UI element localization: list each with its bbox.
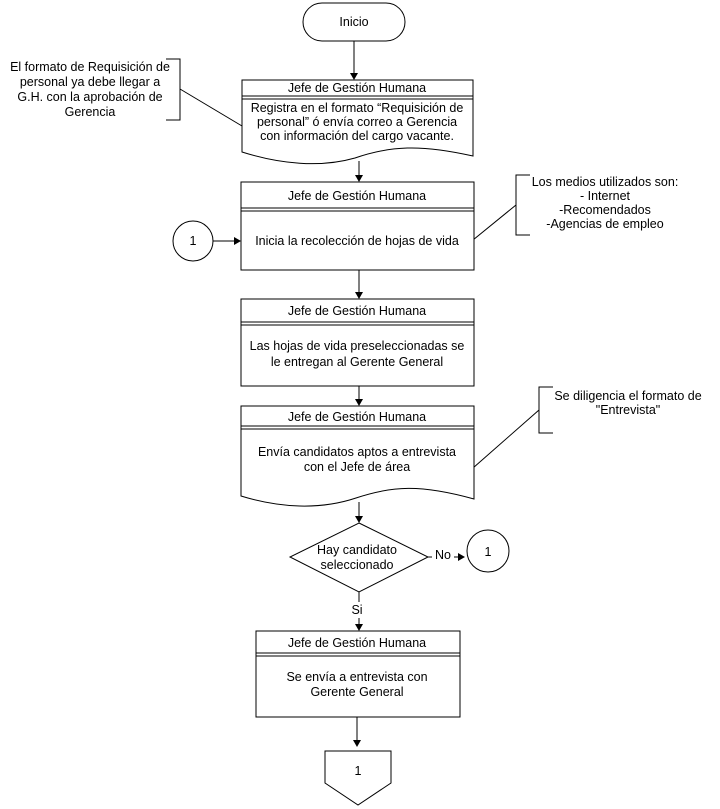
note-line: Se diligencia el formato de — [554, 389, 701, 403]
step-text: con el Jefe de área — [304, 460, 410, 474]
step-registra-requisicion: Jefe de Gestión Humana Registra en el fo… — [241, 79, 474, 165]
start-terminator: Inicio — [302, 2, 406, 42]
no-label: No — [435, 548, 451, 562]
note-line: - Internet — [580, 189, 631, 203]
note-line: G.H. con la aprobación de — [17, 90, 162, 104]
step-role: Jefe de Gestión Humana — [288, 636, 426, 650]
note-requisicion: El formato de Requisición de personal ya… — [10, 58, 243, 127]
step-text: con información del cargo vacante. — [260, 129, 454, 143]
connector-label: 1 — [190, 234, 197, 248]
step-text: personal” ó envía correo a Gerencia — [257, 115, 457, 129]
connector-label: 1 — [485, 545, 492, 559]
note-medios: Los medios utilizados son: - Internet -R… — [472, 174, 679, 241]
note-line: personal ya debe llegar a — [20, 75, 160, 89]
offpage-label: 1 — [355, 764, 362, 778]
note-line: Los medios utilizados son: — [532, 175, 679, 189]
connector-out-1: 1 — [466, 529, 510, 573]
yes-label: Si — [351, 603, 362, 617]
step-text: Registra en el formato “Requisición de — [251, 101, 464, 115]
decision-text: seleccionado — [321, 558, 394, 572]
offpage-connector: 1 — [324, 750, 392, 806]
connector-in-1: 1 — [172, 220, 214, 262]
decision-candidato-seleccionado: Hay candidato seleccionado — [288, 522, 430, 593]
step-candidatos-aptos: Jefe de Gestión Humana Envía candidatos … — [240, 405, 475, 507]
step-text: le entregan al Gerente General — [271, 355, 443, 369]
note-line: -Agencias de empleo — [546, 217, 663, 231]
step-text: Gerente General — [310, 685, 403, 699]
note-line: -Recomendados — [559, 203, 651, 217]
step-recoleccion: Jefe de Gestión Humana Inicia la recolec… — [240, 181, 475, 271]
step-role: Jefe de Gestión Humana — [288, 81, 426, 95]
note-line: Gerencia — [65, 105, 116, 119]
decision-text: Hay candidato — [317, 543, 397, 557]
step-role: Jefe de Gestión Humana — [288, 304, 426, 318]
step-preseleccionadas: Jefe de Gestión Humana Las hojas de vida… — [240, 298, 475, 387]
start-label: Inicio — [339, 15, 368, 29]
step-role: Jefe de Gestión Humana — [288, 189, 426, 203]
step-text: Se envía a entrevista con — [286, 670, 427, 684]
step-text: Inicia la recolección de hojas de vida — [255, 234, 459, 248]
step-text: Envía candidatos aptos a entrevista — [258, 445, 456, 459]
step-text: Las hojas de vida preseleccionadas se — [250, 339, 465, 353]
step-role: Jefe de Gestión Humana — [288, 410, 426, 424]
note-line: El formato de Requisición de — [10, 60, 170, 74]
step-entrevista-gerente: Jefe de Gestión Humana Se envía a entrev… — [255, 630, 461, 718]
note-entrevista: Se diligencia el formato de "Entrevista" — [472, 386, 702, 469]
note-line: "Entrevista" — [596, 403, 660, 417]
